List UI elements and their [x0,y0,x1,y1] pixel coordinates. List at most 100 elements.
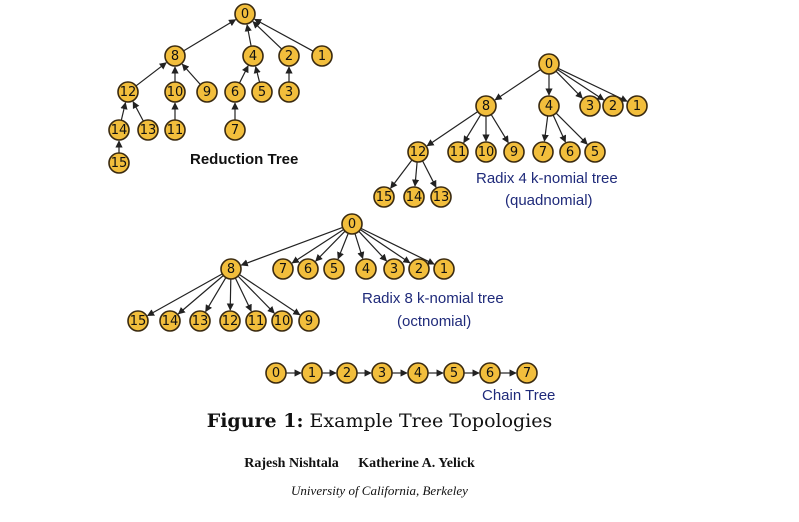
node-label: 5 [330,262,338,277]
tree-node-5: 5 [584,141,606,163]
node-label: 11 [450,145,467,160]
tree-node-1: 1 [433,258,455,280]
tree-node-12: 12 [117,81,139,103]
tree-edge [253,65,261,83]
tree-edge [135,62,167,87]
node-circle [336,362,358,384]
tree-edge [240,226,343,267]
tree-node-6: 6 [297,258,319,280]
node-circle [355,258,377,280]
node-label: 7 [279,262,287,277]
node-circle [407,141,429,163]
node-circle [127,310,149,332]
figure-label: Figure 1: [206,410,304,432]
node-label: 1 [308,366,316,381]
reduction-tree-label: Reduction Tree [190,151,298,168]
node-label: 12 [120,85,137,100]
node-circle [108,119,130,141]
node-label: 2 [609,99,617,114]
node-circle [443,362,465,384]
node-circle [538,53,560,75]
tree-node-10: 10 [164,81,186,103]
tree-edge [552,114,567,143]
node-circle [297,258,319,280]
node-label: 14 [111,123,128,138]
tree-edge [555,112,588,145]
tree-node-4: 4 [242,45,264,67]
node-circle [516,362,538,384]
tree-node-5: 5 [323,258,345,280]
tree-node-8: 8 [475,95,497,117]
radix8-tree-label-line2: (octnomial) [397,313,471,330]
node-circle [579,95,601,117]
tree-edge [244,24,252,47]
tree-edge [183,19,237,52]
tree-node-2: 2 [602,95,624,117]
node-circle [408,258,430,280]
node-label: 0 [272,366,280,381]
tree-node-2: 2 [408,258,430,280]
tree-node-4: 4 [538,95,560,117]
node-circle [137,119,159,141]
node-circle [219,310,241,332]
tree-edge [541,115,549,142]
tree-node-12: 12 [407,141,429,163]
tree-edge [411,161,420,187]
tree-node-3: 3 [383,258,405,280]
chain-tree-label: Chain Tree [482,387,555,404]
node-label: 15 [111,156,128,171]
node-label: 15 [376,190,393,205]
node-label: 10 [478,145,495,160]
node-label: 2 [415,262,423,277]
node-label: 13 [433,190,450,205]
node-label: 1 [318,49,326,64]
node-label: 7 [539,145,547,160]
node-circle [371,362,393,384]
node-circle [433,258,455,280]
tree-node-0: 0 [265,362,287,384]
node-circle [430,186,452,208]
tree-node-14: 14 [108,119,130,141]
node-label: 10 [167,85,184,100]
tree-edge [205,277,227,313]
node-circle [224,119,246,141]
node-label: 0 [241,7,249,22]
tree-edge [181,63,201,85]
tree-edge [238,65,249,84]
node-label: 4 [414,366,422,381]
tree-edge [132,101,144,122]
tree-node-0: 0 [234,3,256,25]
tree-node-9: 9 [298,310,320,332]
tree-node-7: 7 [272,258,294,280]
author-name: Katherine A. Yelick [358,456,475,471]
node-label: 0 [545,57,553,72]
node-circle [234,3,256,25]
tree-node-0: 0 [341,213,363,235]
tree-node-13: 13 [189,310,211,332]
tree-edge [426,111,479,147]
tree-node-6: 6 [559,141,581,163]
tree-node-15: 15 [373,186,395,208]
tree-edge [354,233,365,260]
tree-edge [422,160,437,188]
node-circle [383,258,405,280]
tree-node-11: 11 [164,119,186,141]
tree-node-2: 2 [336,362,358,384]
tree-edge [238,274,301,316]
tree-node-6: 6 [224,81,246,103]
node-circle [403,186,425,208]
node-label: 13 [140,123,157,138]
node-circle [559,141,581,163]
affiliation: University of California, Berkeley [291,483,468,498]
tree-edge [555,70,583,99]
tree-edge [390,159,413,189]
tree-node-4: 4 [355,258,377,280]
radix8-tree-label-line1: Radix 8 k-nomial tree [362,290,504,307]
tree-node-1: 1 [626,95,648,117]
node-circle [301,362,323,384]
node-label: 8 [171,49,179,64]
node-circle [242,45,264,67]
node-circle [271,310,293,332]
